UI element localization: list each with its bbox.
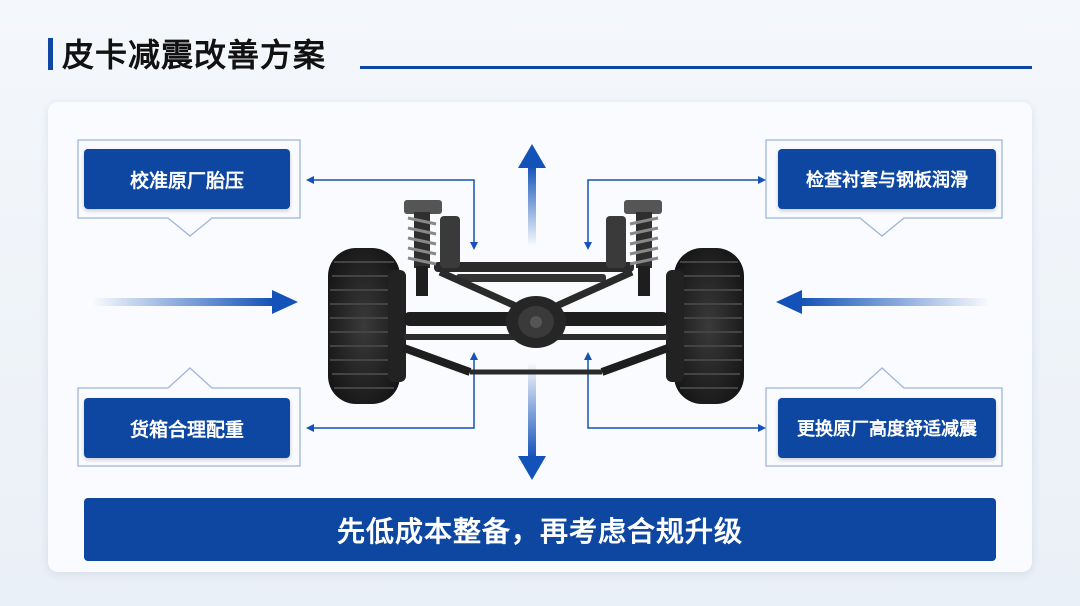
leader-line-top-left (312, 179, 475, 244)
callout-frame-top-right (765, 139, 1003, 237)
leader-lines (312, 179, 760, 429)
callout-frame-bottom-left (77, 367, 301, 467)
callout-frames (77, 139, 1003, 467)
header: 皮卡减震改善方案 (0, 0, 1080, 100)
callout-frame-bottom-right (765, 367, 1003, 467)
left-wheel (328, 248, 406, 404)
leader-line-top-right (587, 179, 760, 244)
arrow-up-icon (518, 144, 546, 246)
leader-arrowheads (306, 176, 766, 432)
arrow-right-icon (92, 290, 298, 314)
measure-tire-pressure: 校准原厂胎压 (84, 149, 290, 209)
suspension-axle-illustration (328, 200, 744, 404)
summary-banner: 先低成本整备，再考虑合规升级 (84, 498, 996, 561)
right-wheel (666, 248, 744, 404)
leader-line-bottom-right (587, 358, 760, 429)
arrow-left-icon (776, 290, 990, 314)
leader-line-bottom-left (312, 358, 475, 429)
force-arrows (92, 144, 990, 480)
callout-frame-top-left (77, 139, 301, 237)
cross-member (434, 262, 634, 272)
left-shock-absorber (404, 200, 460, 296)
page-title: 皮卡减震改善方案 (62, 36, 327, 74)
title-underline (360, 66, 1032, 69)
measure-replace-shock-absorbers: 更换原厂高度舒适减震 (778, 398, 996, 458)
title-accent-bar (48, 38, 53, 70)
measure-bushing-leaf-spring-lubrication: 检查衬套与钢板润滑 (778, 149, 996, 209)
right-shock-absorber (606, 200, 662, 296)
measure-cargo-load-balance: 货箱合理配重 (84, 398, 290, 458)
arrow-down-icon (518, 362, 546, 480)
